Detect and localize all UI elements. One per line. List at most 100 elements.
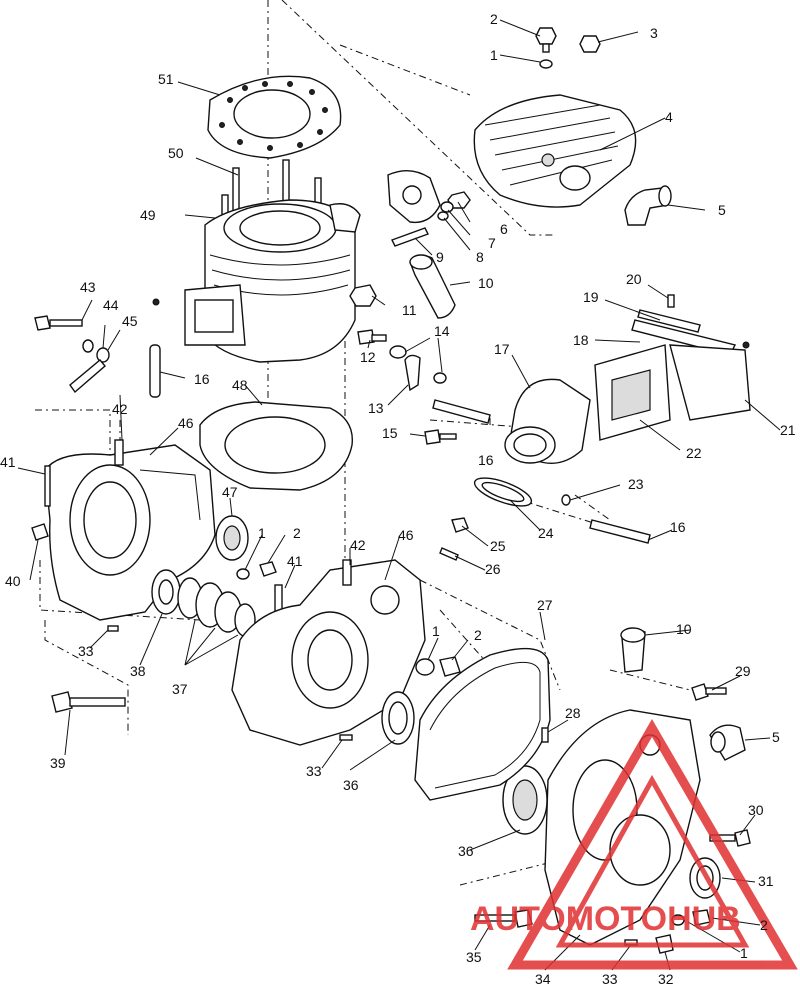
callout-36: 36 <box>458 843 474 859</box>
watermark-text: AUTOMOTOHUB <box>470 900 741 938</box>
callout-14: 14 <box>434 323 450 339</box>
callout-5: 5 <box>772 729 780 745</box>
bolt-29 <box>691 683 727 701</box>
callout-51: 51 <box>158 71 174 87</box>
callout-7: 7 <box>488 235 496 251</box>
callout-44: 44 <box>103 297 119 313</box>
bearing-47 <box>215 515 249 561</box>
cylinder-head-4 <box>473 94 637 208</box>
callout-29: 29 <box>735 663 751 679</box>
callout-36: 36 <box>343 777 359 793</box>
callout-12: 12 <box>360 349 376 365</box>
pin-28 <box>541 727 549 743</box>
bolt-43-group <box>34 315 110 394</box>
callout-50: 50 <box>168 145 184 161</box>
watermark-logo: AUTOMOTOHUB <box>470 719 798 970</box>
callout-25: 25 <box>490 538 506 554</box>
bolt-15 <box>424 429 457 445</box>
callout-6: 6 <box>500 221 508 237</box>
callout-33: 33 <box>78 643 94 659</box>
hose-fitting-10-lower <box>620 627 646 673</box>
callout-38: 38 <box>130 663 146 679</box>
callout-1: 1 <box>258 525 266 541</box>
callout-16: 16 <box>670 519 686 535</box>
callout-33: 33 <box>306 763 322 779</box>
cylinder-49 <box>152 159 361 363</box>
nut-11 <box>349 284 377 307</box>
callout-20: 20 <box>626 271 642 287</box>
callout-16: 16 <box>478 452 494 468</box>
bolt-39 <box>51 691 126 713</box>
callout-33: 33 <box>602 971 618 985</box>
crankcase-right-46 <box>231 559 426 746</box>
stud-nut-group-6-8 <box>437 191 471 221</box>
callout-35: 35 <box>466 949 482 965</box>
callout-10: 10 <box>676 621 692 637</box>
callout-21: 21 <box>780 422 796 438</box>
callout-41: 41 <box>0 454 16 470</box>
callout-8: 8 <box>476 249 484 265</box>
base-gasket-48 <box>199 401 354 491</box>
callout-1: 1 <box>740 945 748 961</box>
plug-25-26 <box>439 517 469 561</box>
callout-17: 17 <box>494 341 510 357</box>
bolt-40 <box>31 523 49 541</box>
callout-34: 34 <box>535 971 551 985</box>
callout-30: 30 <box>748 802 764 818</box>
callout-13: 13 <box>368 400 384 416</box>
stud-9 <box>391 227 429 247</box>
cover-fasteners <box>474 909 711 954</box>
callout-23: 23 <box>628 476 644 492</box>
hose-fitting-10 <box>409 254 456 319</box>
callout-9: 9 <box>436 249 444 265</box>
callout-3: 3 <box>650 25 658 41</box>
callout-16: 16 <box>194 371 210 387</box>
callout-18: 18 <box>573 332 589 348</box>
strap-16 <box>149 344 651 544</box>
callout-31: 31 <box>758 873 774 889</box>
callout-46: 46 <box>398 527 414 543</box>
water-elbow-5 <box>624 185 672 226</box>
seals-36 <box>381 691 548 835</box>
callout-42: 42 <box>350 537 366 553</box>
callout-40: 40 <box>5 573 21 589</box>
callout-5: 5 <box>718 202 726 218</box>
intake-boot-24 <box>473 477 571 507</box>
callout-2: 2 <box>490 11 498 27</box>
callout-37: 37 <box>172 681 188 697</box>
intake-adapter-17 <box>504 378 591 464</box>
callout-19: 19 <box>583 289 599 305</box>
callout-24: 24 <box>538 525 554 541</box>
thermostat-cover <box>387 170 441 224</box>
callout-4: 4 <box>665 109 673 125</box>
callout-2: 2 <box>760 917 768 933</box>
callout-10: 10 <box>478 275 494 291</box>
callout-49: 49 <box>140 207 156 223</box>
callout-2: 2 <box>474 627 482 643</box>
callout-47: 47 <box>222 484 238 500</box>
callout-2: 2 <box>293 525 301 541</box>
callout-28: 28 <box>565 705 581 721</box>
callout-41: 41 <box>287 553 303 569</box>
callout-27: 27 <box>537 597 553 613</box>
callout-26: 26 <box>485 561 501 577</box>
callout-11: 11 <box>402 302 417 318</box>
callout-32: 32 <box>658 971 674 985</box>
head-fasteners <box>535 27 601 69</box>
callout-1: 1 <box>432 623 440 639</box>
leader-lines <box>17 19 781 971</box>
reed-valve-assembly <box>594 294 751 441</box>
callout-48: 48 <box>232 377 248 393</box>
fasteners-mid <box>236 561 461 677</box>
head-gasket-51 <box>207 75 342 159</box>
gasket-27 <box>414 647 551 801</box>
callout-labels: 2 3 1 4 5 6 7 8 9 10 11 12 14 13 15 16 1… <box>0 11 796 985</box>
callout-39: 39 <box>50 755 66 771</box>
callout-15: 15 <box>382 425 398 441</box>
callout-22: 22 <box>686 445 702 461</box>
callout-45: 45 <box>122 313 138 329</box>
callout-43: 43 <box>80 279 96 295</box>
water-elbow-5-lower <box>709 724 746 761</box>
callout-42: 42 <box>112 401 128 417</box>
